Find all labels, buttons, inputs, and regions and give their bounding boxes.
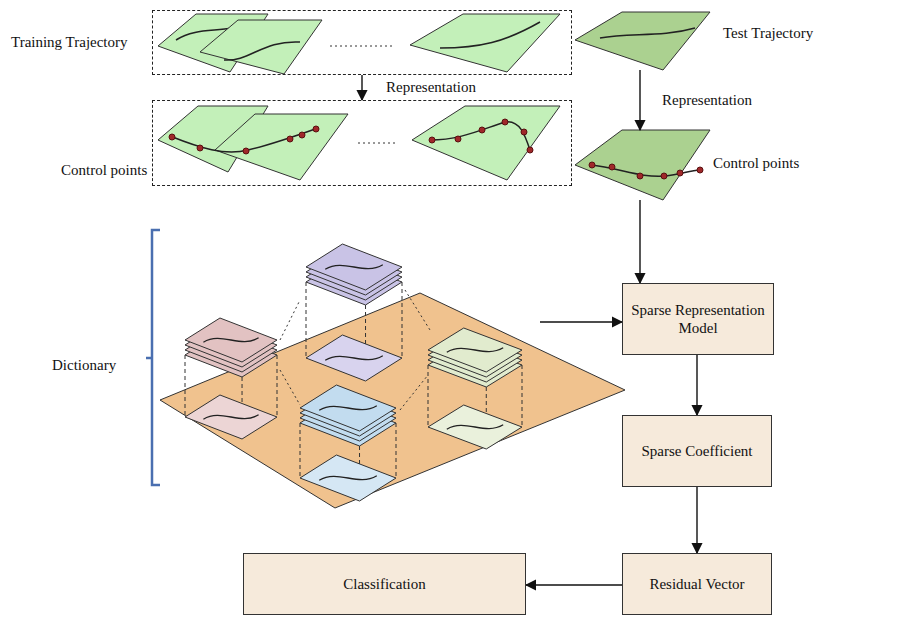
flow-arrow	[639, 70, 640, 130]
figure-region: Dictionary	[160, 230, 540, 510]
dictionary-plane	[160, 293, 625, 508]
flow-arrow	[540, 321, 622, 322]
group-frame: Control points	[152, 100, 572, 186]
figure-region: Test Trajectory	[575, 12, 710, 70]
box-label: Sparse Coefficient	[642, 442, 753, 460]
flow-arrow	[696, 487, 697, 553]
bracket	[146, 230, 160, 485]
box-label: Sparse Representation Model	[627, 301, 769, 337]
process-box: Sparse Representation Model	[622, 283, 774, 355]
figure-region: Control points	[575, 130, 710, 200]
heading-label: Control points	[713, 154, 799, 172]
flow-arrow	[696, 355, 697, 415]
process-box: Sparse Coefficient	[622, 415, 772, 487]
edge-label: Representation	[384, 79, 478, 96]
group-frame: Training Trajectory	[152, 10, 572, 75]
flow-arrow	[526, 584, 622, 585]
control-point-planes	[158, 106, 560, 180]
dictionary-stacks	[185, 244, 522, 501]
edge-label: Representation	[660, 92, 754, 109]
process-box: Classification	[243, 553, 526, 615]
heading-label: Control points	[61, 161, 147, 179]
box-label: Residual Vector	[649, 575, 744, 593]
box-label: Classification	[343, 575, 426, 593]
trajectory-planes	[158, 14, 560, 74]
heading-label: Training Trajectory	[11, 33, 128, 51]
heading-label: Test Trajectory	[723, 24, 813, 42]
flow-arrow	[639, 200, 640, 283]
heading-label: Dictionary	[52, 356, 116, 374]
process-box: Residual Vector	[622, 553, 772, 615]
flow-arrow	[361, 75, 362, 100]
